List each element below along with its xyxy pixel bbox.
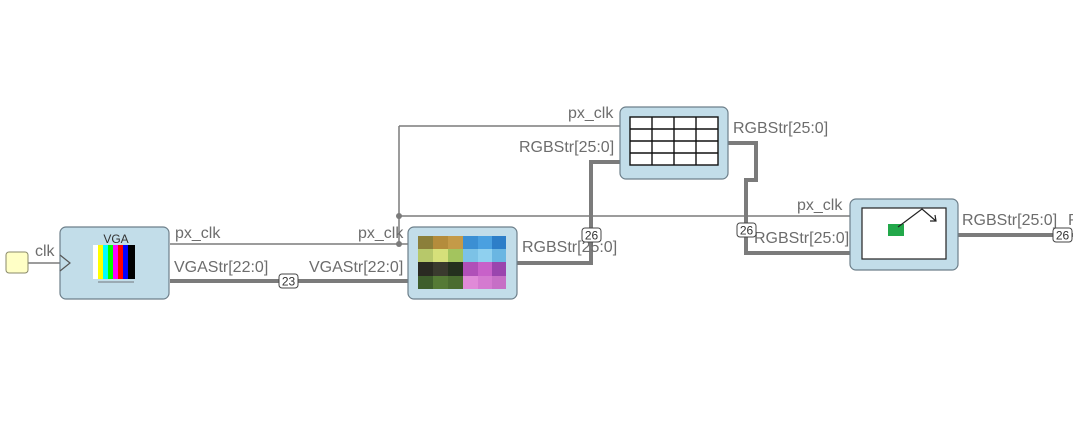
junction-dot [396, 213, 402, 219]
vga-block-title: VGA [103, 232, 128, 246]
bus-width-badge: 26 [581, 227, 602, 243]
conv-px-clk-label: px_clk [358, 225, 404, 242]
vga-px-clk-label: px_clk [175, 225, 221, 242]
cursor-block[interactable] [849, 198, 959, 271]
cursor-in-stream-label: RGBStr[25:0] [754, 230, 849, 247]
bus-width-badge: 23 [278, 273, 299, 289]
vga-source-block[interactable]: VGA [59, 226, 170, 300]
vga-color-bars-icon: VGA [93, 232, 135, 283]
svg-text:26: 26 [585, 229, 599, 243]
output-port-label: R [1068, 212, 1073, 229]
clock-input-arrow-icon [59, 254, 71, 272]
grid-in-stream-label: RGBStr[25:0] [519, 139, 614, 156]
grid-px-clk-label: px_clk [568, 105, 614, 122]
clk-port-label: clk [35, 243, 56, 260]
vga-stream-label: VGAStr[22:0] [174, 259, 268, 276]
conv-out-stream-label: RGBStr[25:0] [522, 239, 617, 256]
bus-width-badge: 26 [1052, 227, 1073, 243]
svg-text:26: 26 [740, 224, 754, 238]
svg-text:23: 23 [282, 275, 296, 289]
converter-block[interactable] [407, 226, 518, 300]
color-mosaic-icon [418, 236, 506, 289]
grid-out-bus[interactable] [728, 141, 850, 255]
grid-block[interactable] [619, 106, 729, 180]
grid-table-icon [629, 116, 719, 166]
conv-out-bus[interactable] [517, 160, 620, 265]
cursor-out-stream-label: RGBStr[25:0] [962, 212, 1057, 229]
svg-text:26: 26 [1056, 229, 1070, 243]
clk-input-port[interactable] [5, 251, 29, 274]
bus-width-badge: 26 [736, 222, 757, 238]
grid-out-stream-label: RGBStr[25:0] [733, 120, 828, 137]
cursor-marker-icon [888, 224, 904, 236]
cursor-px-clk-label: px_clk [797, 197, 843, 214]
junction-dot [396, 241, 402, 247]
cursor-path-arrow-icon [897, 208, 937, 228]
conv-in-stream-label: VGAStr[22:0] [309, 259, 403, 276]
